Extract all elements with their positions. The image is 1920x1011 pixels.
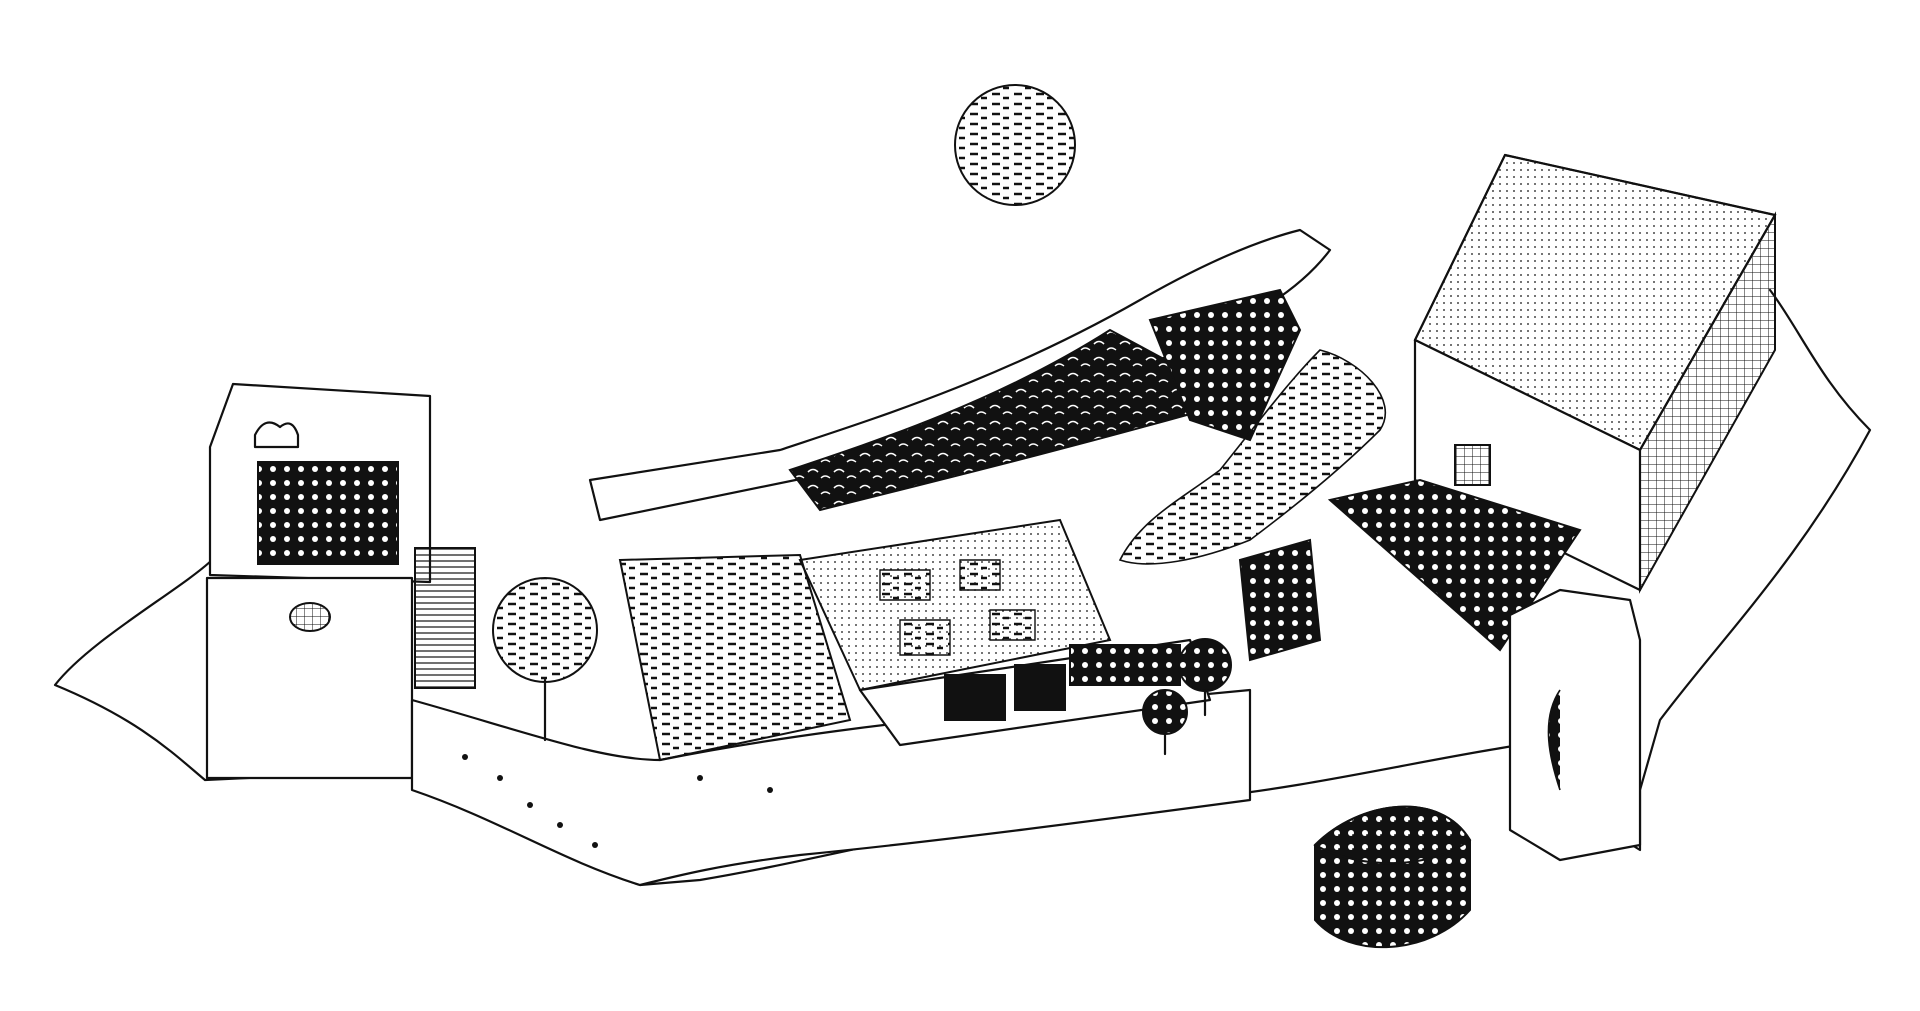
front-wall <box>410 688 1252 887</box>
pavilion-left <box>944 674 1006 721</box>
half-drum <box>1313 805 1472 949</box>
floating-sphere <box>954 84 1076 206</box>
lawn-plots <box>879 559 1036 656</box>
wall-openings <box>462 754 773 848</box>
central-lawn <box>798 518 1112 692</box>
right-courtyard <box>1327 478 1582 652</box>
pavilion-right <box>1014 664 1066 711</box>
tower-ornament <box>289 602 331 632</box>
pebble-path <box>1118 349 1387 565</box>
stair-block <box>414 547 476 689</box>
tree-small-1 <box>1142 689 1188 756</box>
left-tower <box>205 382 432 780</box>
house-window <box>1454 444 1491 486</box>
lower-check-strip <box>1069 644 1181 686</box>
left-bed <box>618 553 852 762</box>
tree-small-2 <box>1178 638 1232 717</box>
corner-tower <box>1508 588 1642 862</box>
upper-terrace-check <box>1148 288 1302 442</box>
right-house <box>1413 153 1777 594</box>
tree-left <box>492 577 598 742</box>
arbor <box>1238 538 1322 662</box>
